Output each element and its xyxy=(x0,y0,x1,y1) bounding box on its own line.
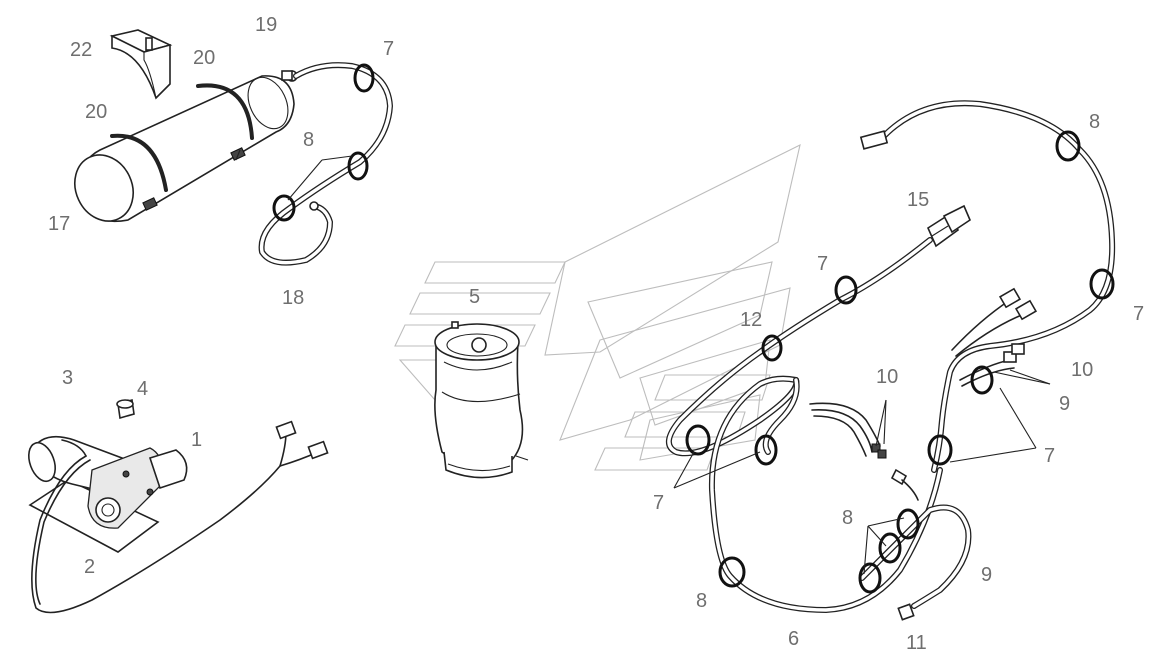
callout-9b: 9 xyxy=(981,564,992,586)
callout-3: 3 xyxy=(62,367,73,389)
callout-19: 19 xyxy=(255,14,277,36)
plug-11 xyxy=(897,603,915,621)
callout-17: 17 xyxy=(48,213,70,235)
hose-9 xyxy=(858,434,972,609)
bolt-4 xyxy=(116,398,135,420)
callout-12: 12 xyxy=(740,309,762,331)
leader-lines xyxy=(287,155,1051,575)
motor-assembly-1 xyxy=(28,435,188,553)
callout-5: 5 xyxy=(469,286,480,308)
branch-wires-10 xyxy=(809,402,887,459)
callout-7b: 7 xyxy=(817,253,828,275)
callout-20a: 20 xyxy=(193,47,215,69)
callout-7a: 7 xyxy=(383,38,394,60)
callout-2: 2 xyxy=(84,556,95,578)
motor-cable-2 xyxy=(31,420,329,614)
callout-7d: 7 xyxy=(1044,445,1055,467)
cylinder-filter-17 xyxy=(74,75,295,222)
callout-9a: 9 xyxy=(1059,393,1070,415)
harness-branch-10 xyxy=(951,287,1038,395)
callout-7c: 7 xyxy=(1133,303,1144,325)
callout-7e: 7 xyxy=(653,492,664,514)
harness-cable-8 xyxy=(859,100,1116,473)
callout-8d: 8 xyxy=(696,590,707,612)
callout-6: 6 xyxy=(788,628,799,650)
callout-4: 4 xyxy=(137,378,148,400)
callout-15: 15 xyxy=(907,189,929,211)
bracket-block-22 xyxy=(109,29,173,100)
hose-loop-6 xyxy=(708,375,943,613)
coupler-small xyxy=(890,468,919,501)
callout-8c: 8 xyxy=(842,507,853,529)
callout-10b: 10 xyxy=(1071,359,1093,381)
hose-15 xyxy=(666,204,971,457)
callout-8a: 8 xyxy=(303,129,314,151)
hose-18 xyxy=(258,62,393,266)
callouts: 1 2 3 4 5 6 7 7 7 7 7 8 8 8 8 9 9 10 10 … xyxy=(48,14,1144,654)
callout-8b: 8 xyxy=(1089,111,1100,133)
callout-11: 11 xyxy=(906,632,927,654)
callout-20b: 20 xyxy=(85,101,107,123)
callout-1: 1 xyxy=(191,429,202,451)
callout-22: 22 xyxy=(70,39,92,61)
callout-10a: 10 xyxy=(876,366,898,388)
canister-5 xyxy=(434,321,529,479)
callout-18: 18 xyxy=(282,287,304,309)
